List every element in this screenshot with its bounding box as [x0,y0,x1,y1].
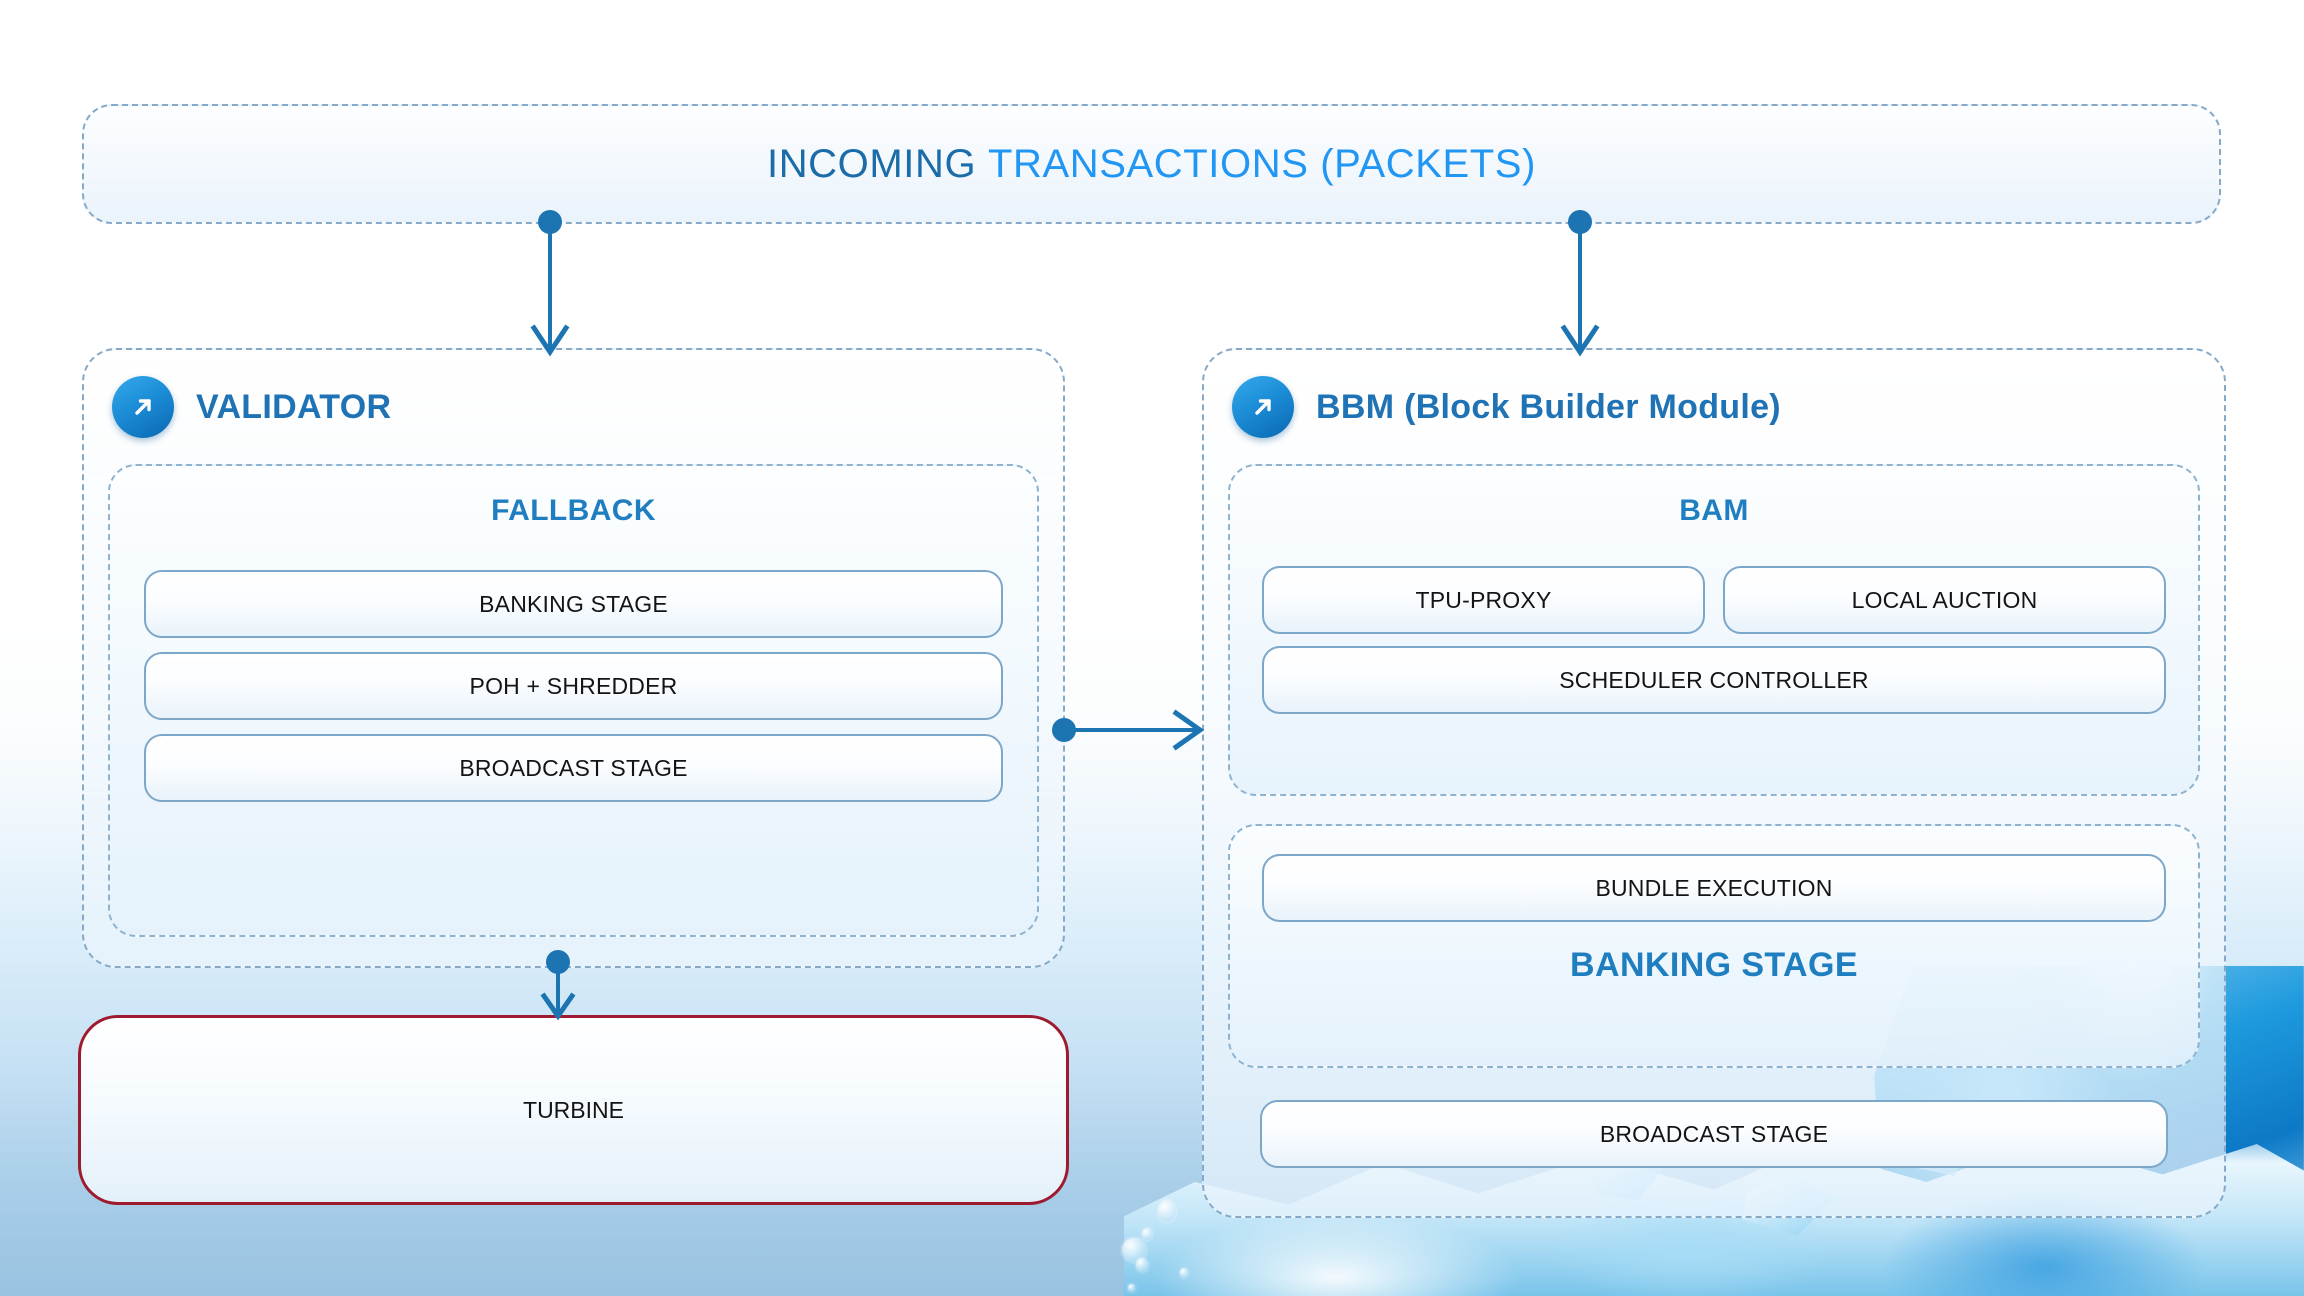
box-label: BUNDLE EXECUTION [1595,874,1833,901]
box-label: TPU-PROXY [1415,586,1552,613]
fallback-title: FALLBACK [491,494,656,527]
bbm-header: BBM (Block Builder Module) [1232,376,1781,438]
box-broadcast-stage[interactable]: BROADCAST STAGE [144,734,1003,802]
validator-panel: VALIDATOR FALLBACK BANKING STAGE POH + S… [82,348,1065,968]
validator-title: VALIDATOR [196,387,392,426]
turbine-box[interactable]: TURBINE [78,1015,1069,1205]
arrow-up-right-icon [112,376,174,438]
bbm-panel: BBM (Block Builder Module) BAM TPU-PROXY… [1202,348,2226,1218]
box-bundle-execution[interactable]: BUNDLE EXECUTION [1262,854,2166,922]
page-title-segment-incoming: INCOMING [766,141,977,186]
box-poh-shredder[interactable]: POH + SHREDDER [144,652,1003,720]
banking-stage-title: BANKING STAGE [1570,946,1858,984]
box-label: LOCAL AUCTION [1851,586,2038,613]
page-title: INCOMING TRANSACTIONS (PACKETS) [767,142,1536,187]
box-label: BROADCAST STAGE [459,754,688,781]
turbine-label: TURBINE [523,1096,624,1123]
box-broadcast-stage-bbm[interactable]: BROADCAST STAGE [1260,1100,2168,1168]
box-banking-stage[interactable]: BANKING STAGE [144,570,1003,638]
box-label: SCHEDULER CONTROLLER [1559,666,1869,693]
incoming-transactions-panel: INCOMING TRANSACTIONS (PACKETS) [82,104,2221,224]
box-label: BROADCAST STAGE [1599,1120,1829,1147]
page-title-segment-transactions: TRANSACTIONS (PACKETS) [987,141,1537,186]
arrow-up-right-icon [1232,376,1294,438]
box-label: BANKING STAGE [479,590,668,617]
bam-title: BAM [1679,494,1749,527]
box-local-auction[interactable]: LOCAL AUCTION [1723,566,2166,634]
validator-header: VALIDATOR [112,376,391,438]
box-scheduler-controller[interactable]: SCHEDULER CONTROLLER [1262,646,2166,714]
fallback-group: FALLBACK BANKING STAGE POH + SHREDDER BR… [108,464,1039,937]
bbm-title: BBM (Block Builder Module) [1316,387,1781,426]
banking-stage-group: BUNDLE EXECUTION BANKING STAGE [1228,824,2200,1068]
box-label: POH + SHREDDER [469,672,678,699]
box-tpu-proxy[interactable]: TPU-PROXY [1262,566,1705,634]
bam-group: BAM TPU-PROXY LOCAL AUCTION SCHEDULER CO… [1228,464,2200,796]
